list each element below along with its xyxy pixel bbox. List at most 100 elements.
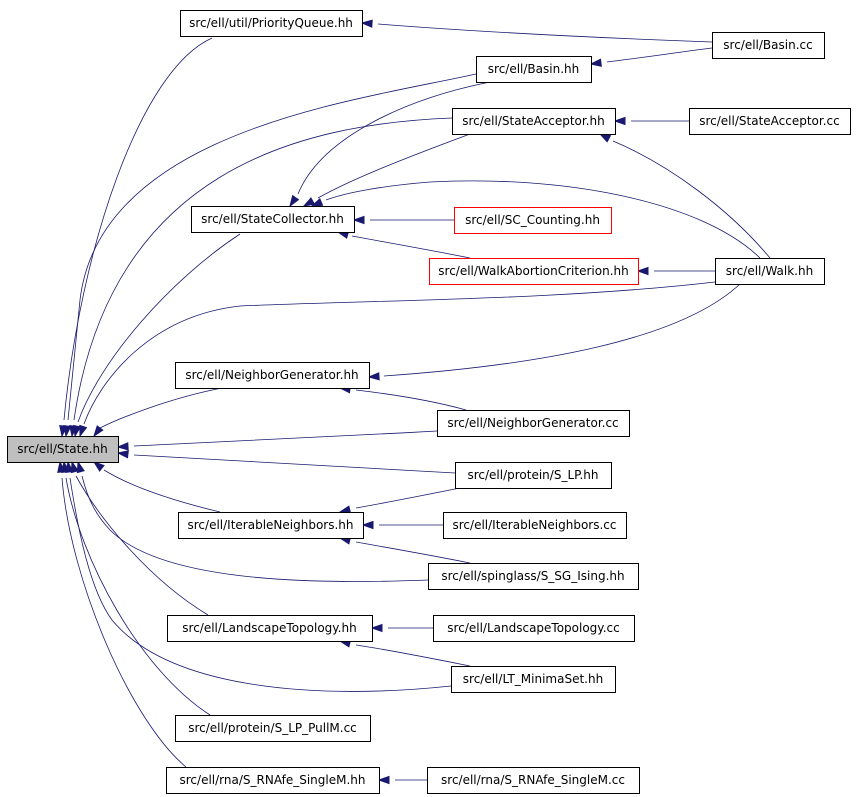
node-box[interactable] — [454, 207, 612, 234]
node-box[interactable] — [175, 715, 371, 742]
edge-lt_hh-to-state_hh — [70, 460, 209, 616]
node-box[interactable] — [178, 512, 364, 539]
edge-line — [61, 477, 187, 768]
node-box[interactable] — [7, 436, 119, 463]
edge-rna_cc-to-rna_hh — [377, 775, 427, 785]
node-box[interactable] — [712, 32, 825, 59]
node-label: src/ell/WalkAbortionCriterion.hh — [438, 264, 628, 278]
node-label: src/ell/IterableNeighbors.cc — [453, 518, 617, 532]
edge-arrowhead — [63, 425, 72, 438]
node-box[interactable] — [452, 108, 616, 135]
edge-rna_hh-to-state_hh — [57, 460, 187, 768]
edge-line — [63, 37, 213, 421]
edge-line — [355, 541, 471, 564]
node-in_cc[interactable]: src/ell/IterableNeighbors.cc — [443, 512, 627, 539]
edge-arrowhead — [116, 450, 129, 459]
edge-line — [351, 235, 471, 259]
node-box[interactable] — [455, 462, 612, 489]
node-box[interactable] — [167, 615, 373, 642]
edge-line — [355, 644, 471, 667]
edge-basin_hh-to-state_hh — [63, 73, 477, 438]
edge-sa_cc-to-sa_hh — [613, 116, 689, 126]
node-ng_cc[interactable]: src/ell/NeighborGenerator.cc — [437, 410, 630, 437]
node-label: src/ell/NeighborGenerator.cc — [447, 416, 618, 430]
edge-basin_hh-to-sc_hh — [289, 81, 491, 208]
edge-line — [75, 475, 209, 616]
node-state_hh[interactable]: src/ell/State.hh — [7, 436, 119, 463]
node-ising_hh[interactable]: src/ell/spinglass/S_SG_Ising.hh — [428, 563, 639, 590]
edge-walk_hh-to-sc_hh — [310, 180, 761, 259]
edge-ng_cc-to-ng_hh — [338, 385, 467, 411]
node-label: src/ell/LandscapeTopology.cc — [447, 621, 619, 635]
edge-ng_hh-to-state_hh — [93, 387, 223, 438]
node-sa_hh[interactable]: src/ell/StateAcceptor.hh — [452, 108, 616, 135]
node-box[interactable] — [175, 362, 370, 389]
node-label: src/ell/IterableNeighbors.hh — [188, 518, 354, 532]
edge-arrowhead — [613, 116, 626, 126]
node-box[interactable] — [166, 767, 380, 794]
node-box[interactable] — [443, 512, 627, 539]
node-ng_hh[interactable]: src/ell/NeighborGenerator.hh — [175, 362, 370, 389]
node-box[interactable] — [689, 108, 851, 135]
edge-sc_hh-to-state_hh — [73, 233, 241, 438]
edge-basin_cc-to-basin_hh — [589, 47, 713, 67]
node-box[interactable] — [715, 258, 825, 285]
node-basin_hh[interactable]: src/ell/Basin.hh — [476, 56, 592, 83]
edges-layer — [57, 19, 771, 785]
node-box[interactable] — [437, 410, 630, 437]
node-walk_hh[interactable]: src/ell/Walk.hh — [715, 258, 825, 285]
node-slp_hh[interactable]: src/ell/protein/S_LP.hh — [455, 462, 612, 489]
node-label: src/ell/spinglass/S_SG_Ising.hh — [441, 569, 624, 583]
node-box[interactable] — [427, 767, 640, 794]
edge-ltm_hh-to-lt_hh — [338, 639, 471, 667]
edge-line — [69, 477, 452, 692]
edge-slp_hh-to-state_hh — [116, 450, 456, 474]
edge-arrowhead — [352, 215, 365, 225]
node-label: src/ell/protein/S_LP.hh — [467, 468, 598, 482]
node-label: src/ell/StateAcceptor.cc — [699, 114, 840, 128]
edge-arrowhead — [92, 461, 105, 472]
edge-line — [67, 73, 477, 421]
edge-arrowhead — [93, 425, 104, 438]
node-label: src/ell/NeighborGenerator.hh — [185, 368, 358, 382]
edge-walk_hh-to-ng_hh — [367, 283, 741, 381]
node-sa_cc[interactable]: src/ell/StateAcceptor.cc — [689, 108, 851, 135]
node-ltm_hh[interactable]: src/ell/LT_MinimaSet.hh — [451, 666, 616, 693]
node-label: src/ell/State.hh — [17, 442, 107, 456]
edge-line — [355, 389, 467, 411]
edge-arrowhead — [79, 424, 88, 438]
node-label: src/ell/Basin.cc — [723, 38, 812, 52]
node-pq_hh[interactable]: src/ell/util/PriorityQueue.hh — [180, 10, 363, 37]
node-label: src/ell/StateCollector.hh — [201, 212, 344, 226]
node-scc_hh[interactable]: src/ell/SC_Counting.hh — [454, 207, 612, 234]
node-lt_hh[interactable]: src/ell/LandscapeTopology.hh — [167, 615, 373, 642]
node-label: src/ell/Walk.hh — [726, 264, 813, 278]
node-label: src/ell/protein/S_LP_PullM.cc — [188, 721, 357, 735]
node-label: src/ell/rna/S_RNAfe_SingleM.cc — [441, 773, 625, 787]
node-slppull_cc[interactable]: src/ell/protein/S_LP_PullM.cc — [175, 715, 371, 742]
node-label: src/ell/Basin.hh — [488, 62, 579, 76]
node-wac_hh[interactable]: src/ell/WalkAbortionCriterion.hh — [429, 258, 639, 285]
node-box[interactable] — [180, 10, 363, 37]
node-box[interactable] — [429, 258, 639, 285]
node-box[interactable] — [428, 563, 639, 590]
edge-walk_hh-to-state_hh — [79, 281, 716, 438]
node-rna_cc[interactable]: src/ell/rna/S_RNAfe_SingleM.cc — [427, 767, 640, 794]
node-box[interactable] — [476, 56, 592, 83]
node-rna_hh[interactable]: src/ell/rna/S_RNAfe_SingleM.hh — [166, 767, 380, 794]
node-in_hh[interactable]: src/ell/IterableNeighbors.hh — [178, 512, 364, 539]
edge-line — [317, 133, 471, 199]
edge-arrowhead — [76, 460, 85, 474]
nodes-layer: src/ell/State.hh src/ell/util/PriorityQue… — [7, 10, 851, 794]
node-lt_cc[interactable]: src/ell/LandscapeTopology.cc — [433, 615, 635, 642]
node-sc_hh[interactable]: src/ell/StateCollector.hh — [191, 206, 355, 233]
node-box[interactable] — [433, 615, 635, 642]
edge-arrowhead — [116, 442, 129, 451]
edge-line — [355, 487, 461, 509]
node-box[interactable] — [191, 206, 355, 233]
node-basin_cc[interactable]: src/ell/Basin.cc — [712, 32, 825, 59]
edge-line — [99, 387, 223, 429]
edge-ising_hh-to-state_hh — [76, 460, 429, 582]
node-box[interactable] — [451, 666, 616, 693]
